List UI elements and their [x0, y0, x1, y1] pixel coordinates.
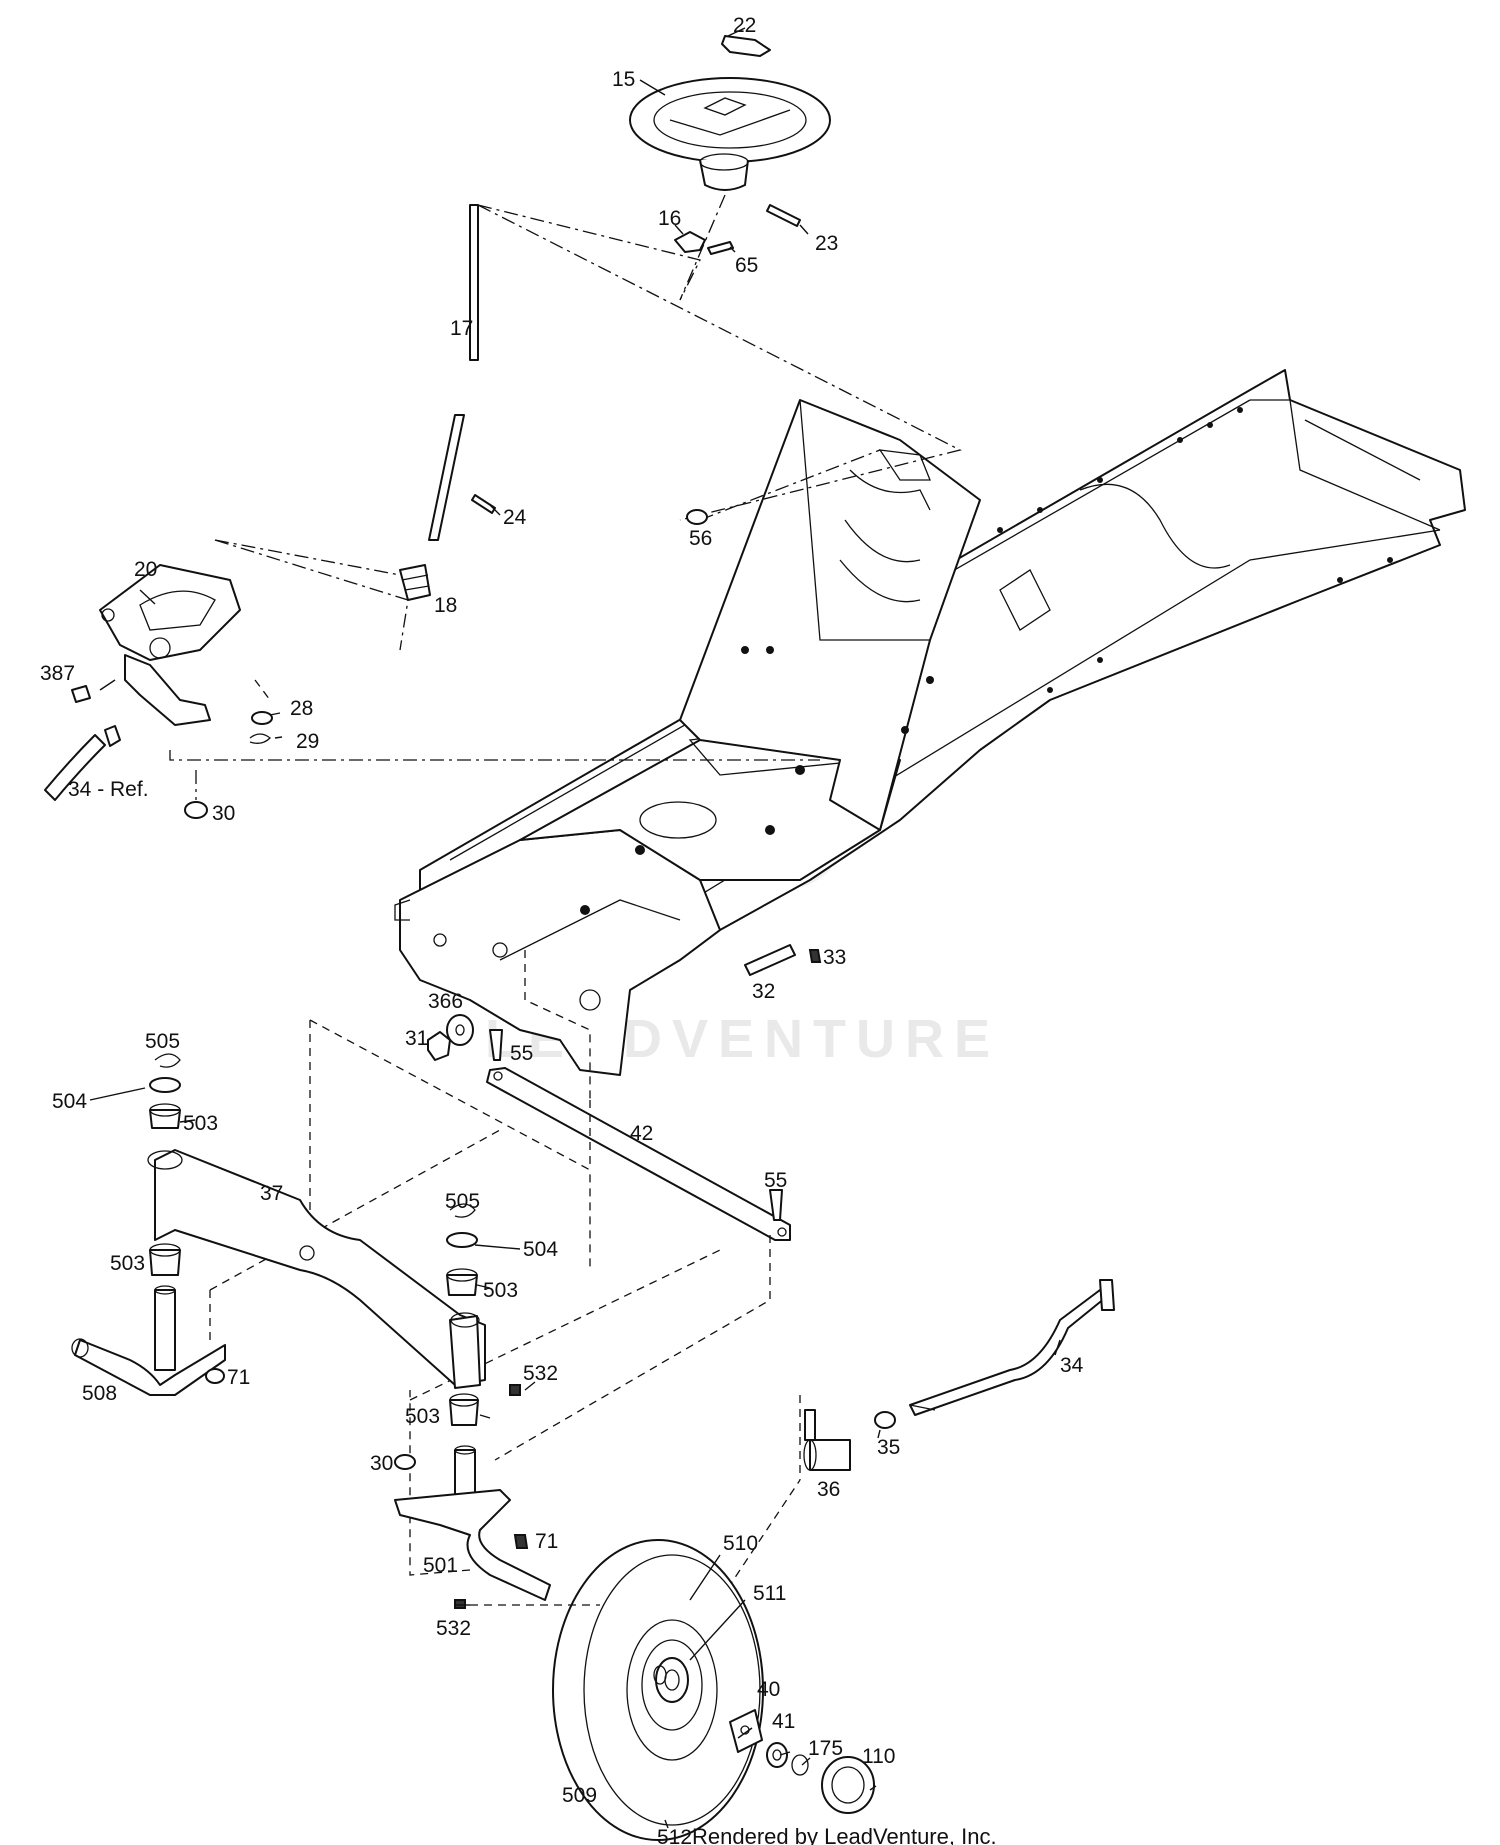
label-37: 37: [260, 1182, 283, 1205]
label-31: 31: [405, 1027, 428, 1050]
hose-34-ref: [44, 725, 121, 801]
label-505-right: 505: [445, 1190, 480, 1213]
steering-wheel: [629, 77, 831, 191]
drag-link: [486, 1067, 791, 1241]
bolt-32: [744, 944, 796, 976]
label-71-right: 71: [535, 1530, 558, 1553]
label-512: 512: [657, 1826, 692, 1845]
label-55-bottom: 55: [764, 1169, 787, 1192]
grease-fitting-532-bottom: [454, 1599, 466, 1609]
nut-71-left: [205, 1368, 225, 1384]
label-504-right: 504: [523, 1238, 558, 1261]
front-wheel: [552, 1539, 764, 1841]
label-508: 508: [82, 1382, 117, 1405]
label-509: 509: [562, 1784, 597, 1807]
label-24: 24: [503, 506, 527, 529]
label-28: 28: [290, 697, 313, 720]
label-503-right-bottom: 503: [405, 1405, 440, 1428]
label-532-top: 532: [523, 1362, 558, 1385]
bolt-55-top: [489, 1029, 503, 1061]
washer-504-left: [149, 1077, 181, 1093]
label-34: 34: [1060, 1354, 1084, 1377]
label-41: 41: [772, 1710, 795, 1733]
washer-504-right: [446, 1232, 478, 1248]
grease-fitting-532-top: [509, 1384, 521, 1396]
label-511: 511: [753, 1582, 786, 1605]
label-35: 35: [877, 1436, 900, 1459]
label-22: 22: [733, 14, 756, 37]
nut-33: [808, 949, 822, 963]
label-505-left: 505: [145, 1030, 180, 1053]
label-18: 18: [434, 594, 457, 617]
label-175: 175: [808, 1737, 843, 1760]
nut-30-top: [184, 801, 208, 819]
label-366: 366: [428, 990, 463, 1013]
label-501: 501: [423, 1554, 458, 1577]
render-credit: Rendered by LeadVenture, Inc.: [692, 1824, 997, 1845]
steering-gear: [99, 564, 241, 726]
ball-joint-36: [803, 1409, 851, 1471]
frame-chassis: [394, 369, 1466, 1076]
label-504-left: 504: [52, 1090, 87, 1113]
bushing-503-left-bottom: [149, 1243, 181, 1276]
label-503-left-bottom: 503: [110, 1252, 145, 1275]
label-30-bottom: 30: [370, 1452, 393, 1475]
hub-cap-110: [821, 1756, 875, 1814]
nut-56: [686, 509, 708, 525]
bushing-503-right-bottom: [449, 1393, 479, 1426]
spindle-right: [394, 1445, 551, 1601]
steering-shaft: [428, 204, 479, 541]
label-32: 32: [752, 980, 775, 1003]
label-110: 110: [862, 1745, 895, 1768]
label-503-left-top: 503: [183, 1112, 218, 1135]
bushing-503-right-top: [446, 1268, 478, 1296]
clip-29: [249, 733, 271, 744]
tie-rod: [909, 1279, 1115, 1416]
bearing-511: [653, 1665, 667, 1685]
bushing-503-left-top: [149, 1103, 181, 1129]
label-56: 56: [689, 527, 712, 550]
label-16: 16: [658, 207, 681, 230]
bolt-387: [71, 685, 91, 703]
label-33: 33: [823, 946, 846, 969]
pinion-gear: [399, 564, 431, 601]
label-71-left: 71: [227, 1366, 250, 1389]
label-42: 42: [630, 1122, 653, 1145]
label-36: 36: [817, 1478, 840, 1501]
clip-505-left: [154, 1053, 181, 1068]
front-axle: [147, 1149, 486, 1389]
label-510: 510: [723, 1532, 758, 1555]
label-40: 40: [757, 1678, 780, 1701]
nut-31: [427, 1031, 451, 1061]
label-532-bottom: 532: [436, 1617, 471, 1640]
spindle-left: [71, 1285, 226, 1396]
label-65: 65: [735, 254, 758, 277]
label-15: 15: [612, 68, 635, 91]
label-23: 23: [815, 232, 838, 255]
washer-28: [251, 711, 273, 725]
label-20: 20: [134, 558, 157, 581]
label-503-right-top: 503: [483, 1279, 518, 1302]
label-30-top: 30: [212, 802, 235, 825]
label-34-ref: 34 - Ref.: [68, 778, 149, 801]
label-387: 387: [40, 662, 75, 685]
ring-175: [791, 1754, 809, 1776]
adapter-bracket: [674, 231, 706, 253]
label-17: 17: [450, 317, 473, 340]
steering-cap: [721, 35, 771, 57]
roll-pin-24: [471, 494, 496, 514]
washer-366: [446, 1014, 474, 1046]
label-29: 29: [296, 730, 319, 753]
nut-71-right: [513, 1534, 529, 1549]
bolt-55-bottom: [769, 1189, 783, 1221]
washer-41: [766, 1742, 788, 1768]
clip-505-right: [449, 1203, 476, 1218]
washer-40: [729, 1709, 763, 1753]
label-55-top: 55: [510, 1042, 533, 1065]
roll-pin-23: [766, 204, 801, 227]
nut-30-bottom: [394, 1454, 416, 1470]
nut-35: [874, 1411, 896, 1429]
bolt-65: [707, 241, 734, 255]
